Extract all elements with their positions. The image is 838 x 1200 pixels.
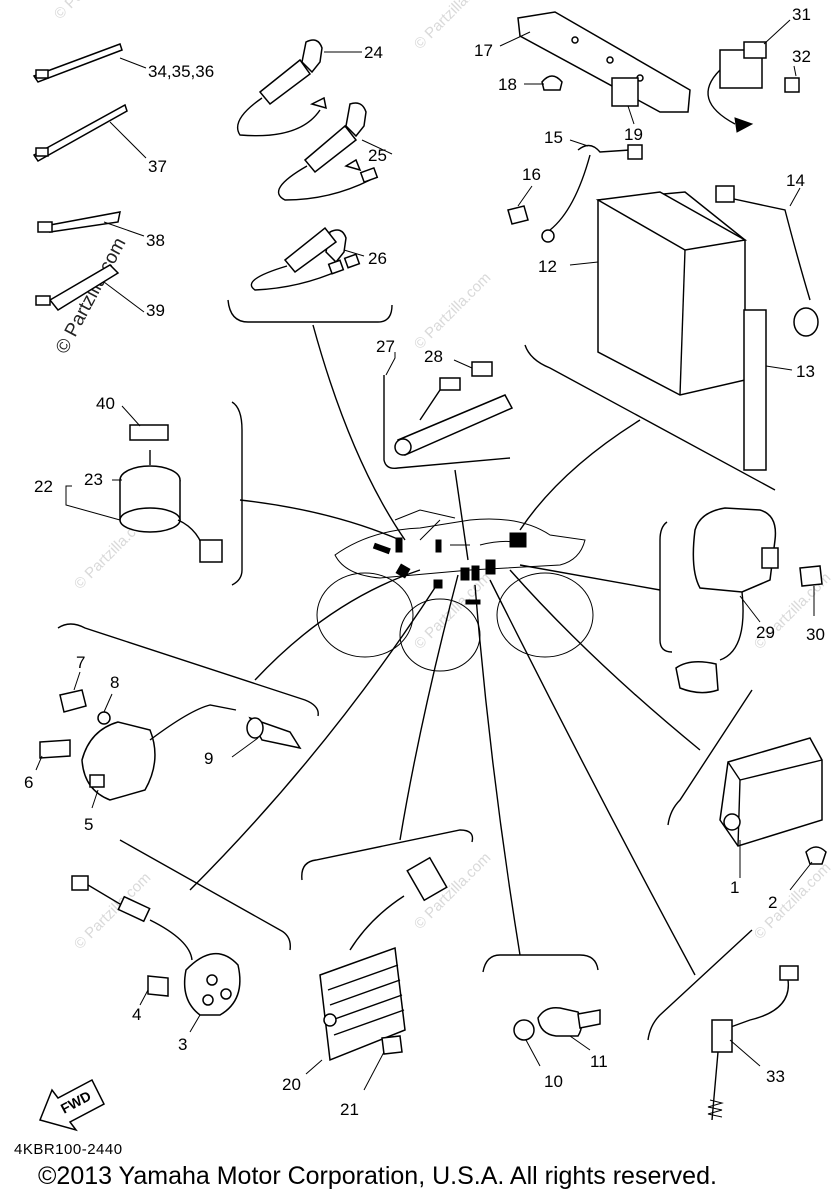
callout-9: 9 bbox=[204, 749, 213, 768]
callout-37: 37 bbox=[148, 157, 167, 176]
callout-10: 10 bbox=[544, 1072, 563, 1091]
callout-11: 11 bbox=[590, 1052, 608, 1071]
callout-4: 4 bbox=[132, 1005, 141, 1024]
wiring-harness bbox=[394, 361, 514, 456]
callout-19: 19 bbox=[624, 125, 643, 144]
callout-14: 14 bbox=[786, 171, 805, 190]
callout-5: 5 bbox=[84, 815, 93, 834]
callout-16: 16 bbox=[522, 165, 541, 184]
callout-21: 21 bbox=[340, 1100, 359, 1119]
watermark: © Partzilla.com bbox=[411, 269, 494, 352]
copyright-notice: ©2013 Yamaha Motor Corporation, U.S.A. A… bbox=[38, 1162, 717, 1190]
callout-13: 13 bbox=[796, 362, 815, 381]
sensor-lead bbox=[707, 965, 799, 1121]
relay-assembly bbox=[675, 507, 823, 694]
callout-29: 29 bbox=[756, 623, 775, 642]
callout-28: 28 bbox=[424, 347, 443, 366]
battery-bracket bbox=[517, 11, 691, 113]
callout-2: 2 bbox=[768, 893, 777, 912]
callout-18: 18 bbox=[498, 75, 517, 94]
callout-8: 8 bbox=[110, 673, 119, 692]
leader-lines bbox=[189, 324, 701, 976]
fwd-arrow: FWD bbox=[38, 1078, 105, 1132]
callout-40: 40 bbox=[96, 394, 115, 413]
starter-relay bbox=[707, 41, 800, 133]
ignition-coil bbox=[39, 689, 302, 801]
callout-7: 7 bbox=[76, 653, 85, 672]
callout-25: 25 bbox=[368, 146, 387, 165]
callout-24: 24 bbox=[364, 43, 383, 62]
callout-22: 22 bbox=[34, 477, 53, 496]
callouts: 1 2 3 4 5 6 7 8 9 10 11 12 13 14 15 16 1… bbox=[24, 5, 825, 1119]
pickup-coil bbox=[71, 875, 241, 1016]
callout-3: 3 bbox=[178, 1035, 187, 1054]
spark-plug-leads bbox=[236, 39, 379, 291]
group-brackets bbox=[57, 299, 776, 1041]
wire-ties bbox=[32, 43, 128, 311]
callout-12: 12 bbox=[538, 257, 557, 276]
main-switch bbox=[119, 424, 223, 563]
rectifier-regulator bbox=[319, 856, 448, 1062]
callout-20: 20 bbox=[282, 1075, 301, 1094]
callout-38: 38 bbox=[146, 231, 165, 250]
callout-6: 6 bbox=[24, 773, 33, 792]
cdi-unit bbox=[719, 737, 827, 865]
callout-34-35-36: 34,35,36 bbox=[148, 62, 214, 81]
thermo-switch bbox=[513, 1006, 601, 1041]
atv-outline bbox=[316, 509, 594, 672]
callout-17: 17 bbox=[474, 41, 493, 60]
battery bbox=[507, 144, 819, 471]
callout-26: 26 bbox=[368, 249, 387, 268]
callout-23: 23 bbox=[84, 470, 103, 489]
callout-30: 30 bbox=[806, 625, 825, 644]
callout-1: 1 bbox=[730, 878, 739, 897]
callout-39: 39 bbox=[146, 301, 165, 320]
callout-27: 27 bbox=[376, 337, 395, 356]
watermark: © Partzilla.com bbox=[751, 859, 834, 942]
watermark: © Partzilla.com bbox=[51, 0, 134, 23]
watermark: © Partzilla.com bbox=[411, 569, 494, 652]
callout-15: 15 bbox=[544, 128, 563, 147]
callout-32: 32 bbox=[792, 47, 811, 66]
callout-33: 33 bbox=[766, 1067, 785, 1086]
callout-31: 31 bbox=[792, 5, 811, 24]
diagram-part-code: 4KBR100-2440 bbox=[14, 1141, 123, 1158]
